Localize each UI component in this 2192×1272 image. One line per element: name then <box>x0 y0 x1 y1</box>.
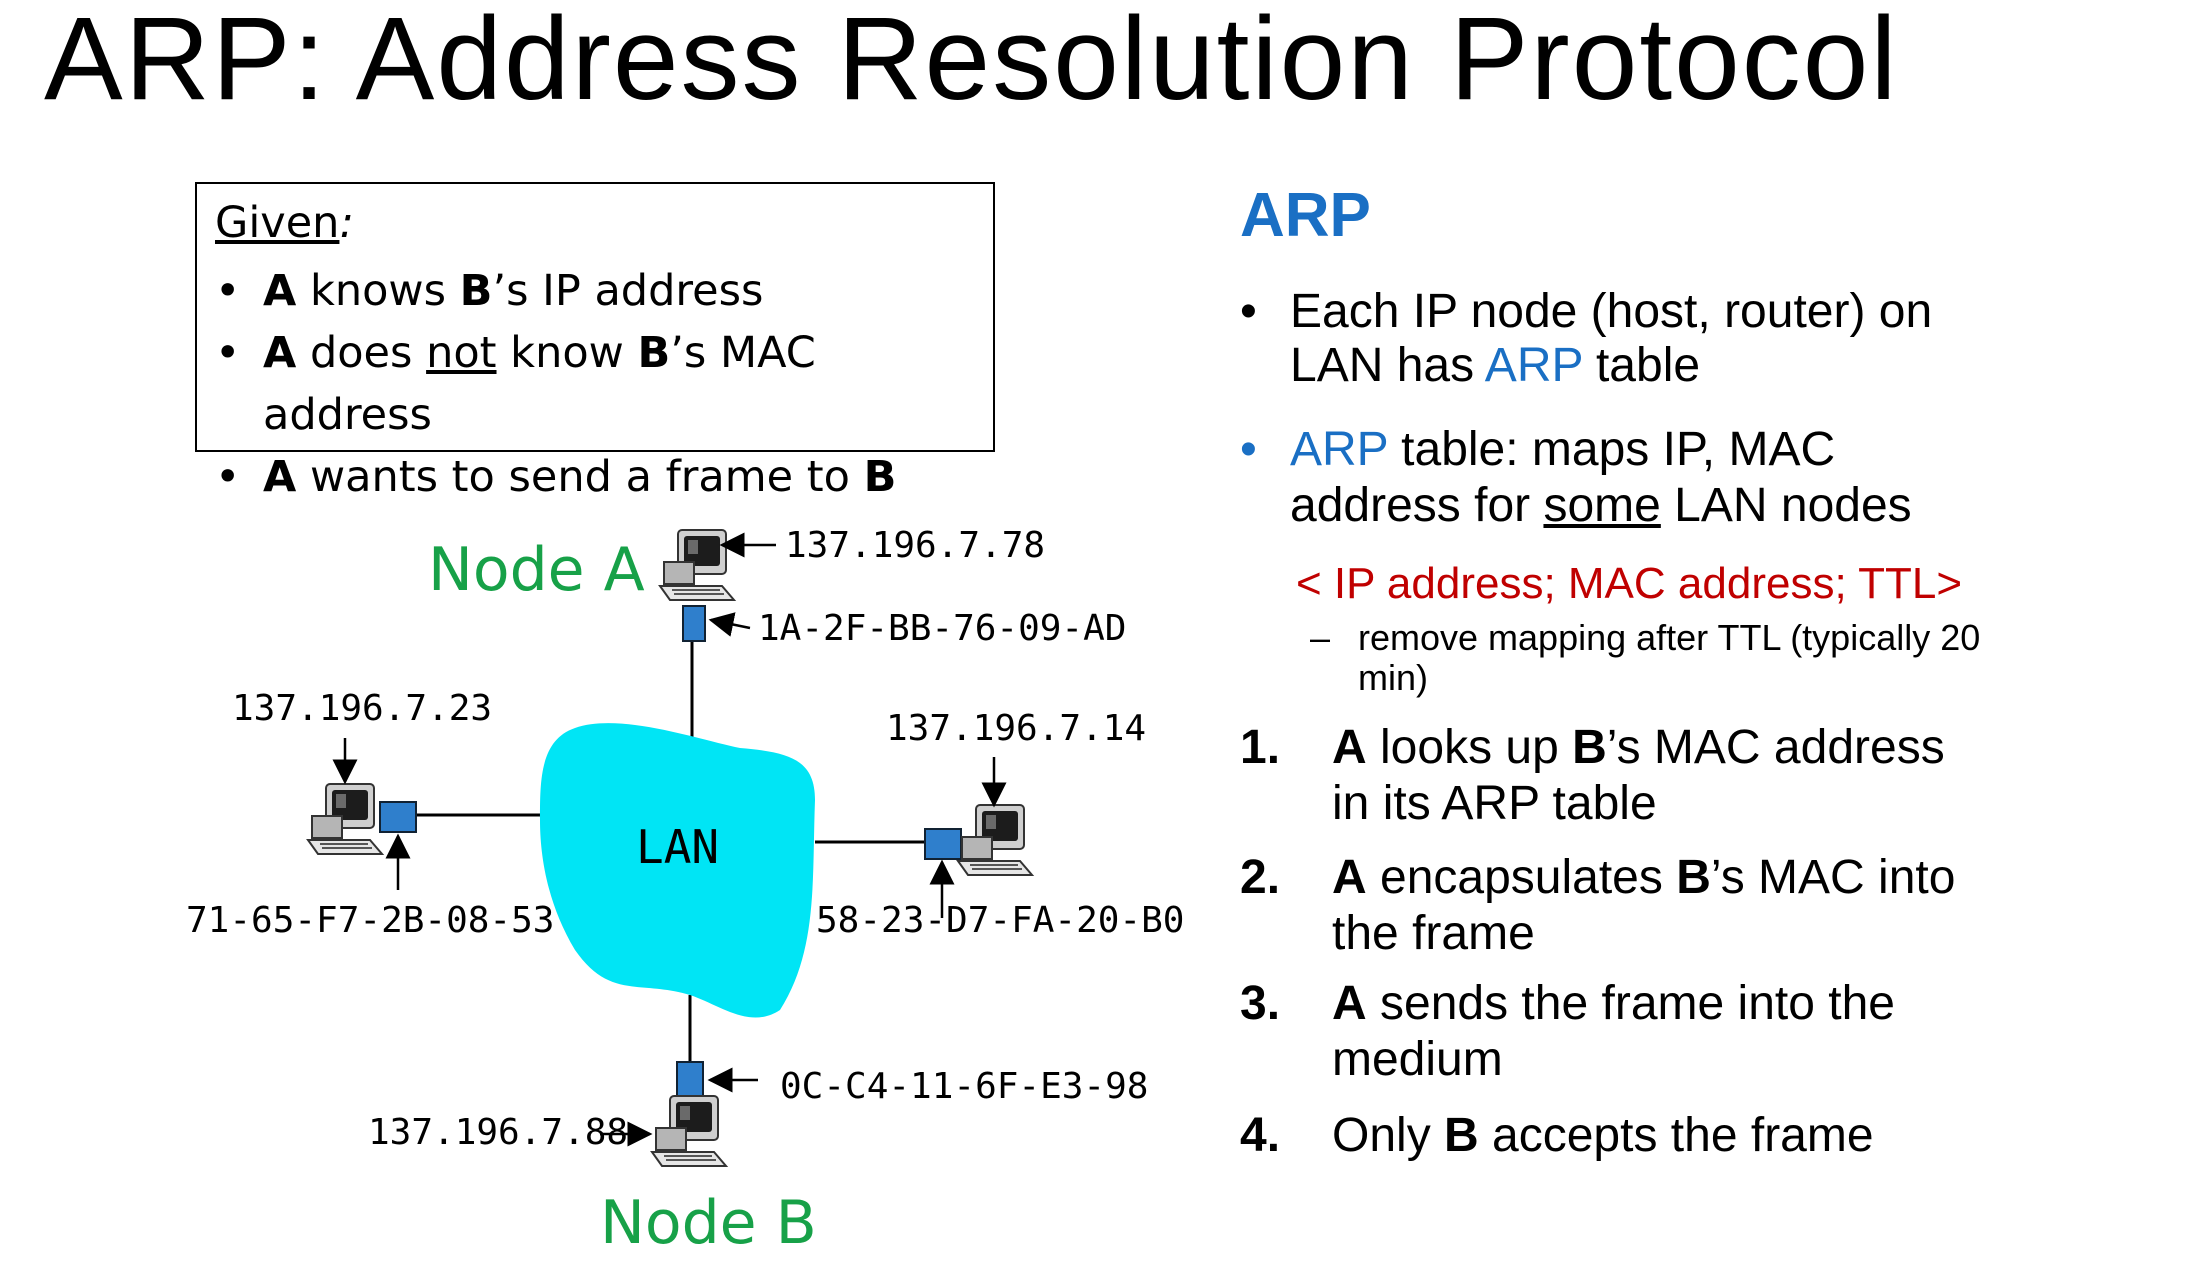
arp-heading: ARP <box>1240 181 1371 250</box>
sub-dash: – <box>1310 617 1331 658</box>
given-item: A knows B’s IP address <box>215 260 993 322</box>
bullet-2-line-1: ARP table: maps IP, MAC <box>1290 423 1836 476</box>
step-4: 4. Only B accepts the frame <box>1240 1109 1874 1162</box>
adapter-node-b <box>676 1061 704 1099</box>
sub-bullet-line-1: remove mapping after TTL (typically 20 <box>1358 617 1981 658</box>
sub-bullet-line-2: min) <box>1358 657 1428 698</box>
computer-node-a-icon <box>659 529 735 601</box>
node-a-label: Node A <box>428 535 645 605</box>
adapter-right <box>924 828 962 860</box>
node-b-label: Node B <box>600 1188 817 1258</box>
bullet-2-line-2: address for some LAN nodes <box>1290 479 1912 532</box>
node-b-ip: 137.196.7.88 <box>368 1112 629 1153</box>
adapter-node-a <box>682 605 706 642</box>
bullet-dot: • <box>1240 285 1257 338</box>
node-a-ip: 137.196.7.78 <box>785 525 1046 566</box>
computer-node-b-icon <box>651 1095 727 1167</box>
node-b-mac: 0C-C4-11-6F-E3-98 <box>780 1066 1149 1107</box>
computer-left-icon <box>307 783 383 855</box>
computer-right-icon <box>957 804 1033 876</box>
adapter-left <box>379 801 417 833</box>
bullet-1-line-2: LAN has ARP table <box>1290 339 1701 392</box>
lan-label: LAN <box>636 820 720 874</box>
right-mac: 58-23-D7-FA-20-B0 <box>816 900 1185 941</box>
left-ip: 137.196.7.23 <box>232 688 493 729</box>
given-item: A does not know B’s MAC address <box>215 322 993 446</box>
arp-tuple: < IP address; MAC address; TTL> <box>1296 559 1963 608</box>
given-heading: Given: <box>215 198 354 248</box>
right-ip: 137.196.7.14 <box>886 708 1147 749</box>
bullet-1-line-1: Each IP node (host, router) on <box>1290 285 1933 338</box>
left-mac: 71-65-F7-2B-08-53 <box>186 900 555 941</box>
arrow-node-a-mac <box>708 612 751 637</box>
given-box: Given: A knows B’s IP address A does not… <box>195 182 995 508</box>
given-list: A knows B’s IP address A does not know B… <box>215 260 993 508</box>
lan-cloud <box>540 723 815 1018</box>
slide-title: ARP: Address Resolution Protocol <box>44 0 1899 125</box>
bullet-dot: • <box>1240 423 1257 476</box>
node-a-mac: 1A-2F-BB-76-09-AD <box>758 608 1127 649</box>
given-item: A wants to send a frame to B <box>215 446 993 508</box>
